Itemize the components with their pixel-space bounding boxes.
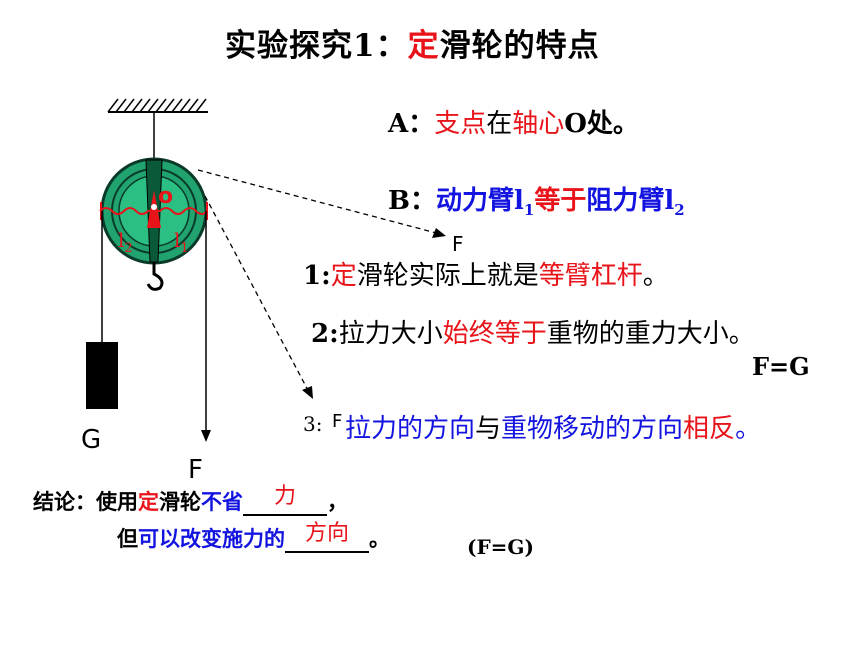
conclusion-3: 拉力的方向与重物移动的方向相反。 [345,414,762,444]
page-title: 实验探究1：定滑轮的特点 [225,20,600,65]
title-part1: 实验探究1： [225,28,408,64]
conclusion-2: 2:拉力大小始终等于重物的重力大小。 [311,319,755,349]
blank-1-answer: 力 [273,484,296,509]
conclusion-3-num: 3: [303,412,323,436]
force-f-mid-label: F [452,232,464,256]
force-f-arrowhead [201,430,211,442]
blank-2[interactable]: 方向 [285,521,369,553]
center-label-o: o [158,184,174,209]
arm-l1-label: l1 [174,228,189,256]
dashed-arrow-2 [204,195,311,395]
summary-formula: (F=G) [467,535,534,559]
dashed-arrow-1 [197,169,441,235]
conclusion-1: 1:定滑轮实际上就是等臂杠杆。 [303,261,669,291]
weight-g-label: G [81,425,102,455]
point-a-line: A：支点在轴心O处。 [388,109,639,139]
ceiling-support [107,98,208,162]
point-b-line: B：动力臂l1等于阻力臂l2 [388,186,685,219]
force-f-down-label: F [188,455,203,485]
pulley-wheel [99,157,208,291]
dashed-arrow-1-head [432,228,446,238]
blank-2-answer: 方向 [304,521,349,546]
weight-block [86,342,118,409]
formula-f-equals-g: F=G [752,352,810,381]
force-f-low-label: F [332,411,343,432]
title-part2: 定 [407,28,440,64]
summary-line-2: 但可以改变施力的 方向。 [117,521,390,553]
blank-1[interactable]: 力 [243,484,327,516]
arm-l2-label: l2 [118,228,133,256]
dashed-arrow-2-head [302,386,313,399]
summary-line-1: 结论：使用定滑轮不省 力， [33,484,348,516]
title-part3: 滑轮的特点 [439,28,600,64]
